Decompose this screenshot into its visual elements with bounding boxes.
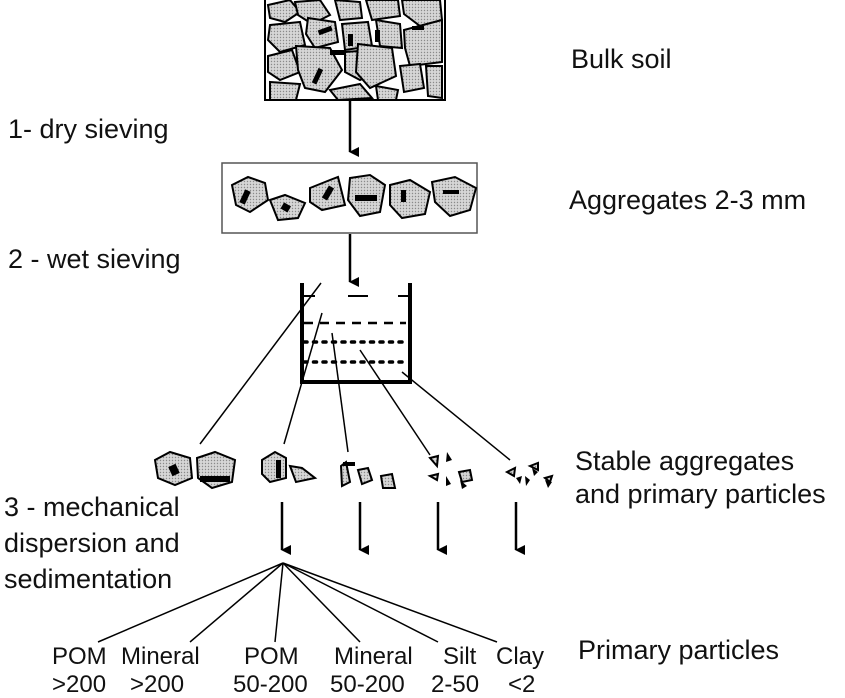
label-step-1: 1- dry sieving xyxy=(8,114,169,144)
sieve-beaker xyxy=(300,283,412,384)
aggregates-box xyxy=(221,162,478,234)
fraction-size: >200 xyxy=(52,671,107,698)
fraction-name: POM xyxy=(52,643,107,670)
label-step-3-line2: dispersion and xyxy=(4,528,180,558)
primary-fan-lines xyxy=(97,562,498,643)
label-step-3-line3: sedimentation xyxy=(4,564,173,594)
soil-fractionation-diagram xyxy=(97,0,554,643)
stable-aggregates-row xyxy=(153,450,554,490)
fraction-name: Mineral xyxy=(121,643,200,670)
dispersion-arrows xyxy=(280,502,525,555)
label-bulk-soil: Bulk soil xyxy=(571,44,672,74)
fraction-size: 50-200 xyxy=(233,671,308,698)
fraction-name: Silt xyxy=(443,643,477,670)
label-step-2: 2 - wet sieving xyxy=(8,244,181,274)
fraction-name: POM xyxy=(244,643,299,670)
fraction-name: Mineral xyxy=(334,643,413,670)
label-stable-aggregates-2: and primary particles xyxy=(575,479,826,509)
label-stable-aggregates-1: Stable aggregates xyxy=(575,446,795,476)
fraction-size: >200 xyxy=(130,671,185,698)
fraction-size: 50-200 xyxy=(330,671,405,698)
label-aggregates: Aggregates 2-3 mm xyxy=(569,185,807,215)
bulk-soil-box xyxy=(264,0,446,102)
fraction-lines xyxy=(199,282,511,461)
label-primary-particles: Primary particles xyxy=(578,635,780,665)
label-step-3-line1: 3 - mechanical xyxy=(4,492,180,522)
fraction-size: 2-50 xyxy=(431,671,480,698)
fraction-name: Clay xyxy=(496,643,545,670)
fraction-size: <2 xyxy=(508,671,536,698)
